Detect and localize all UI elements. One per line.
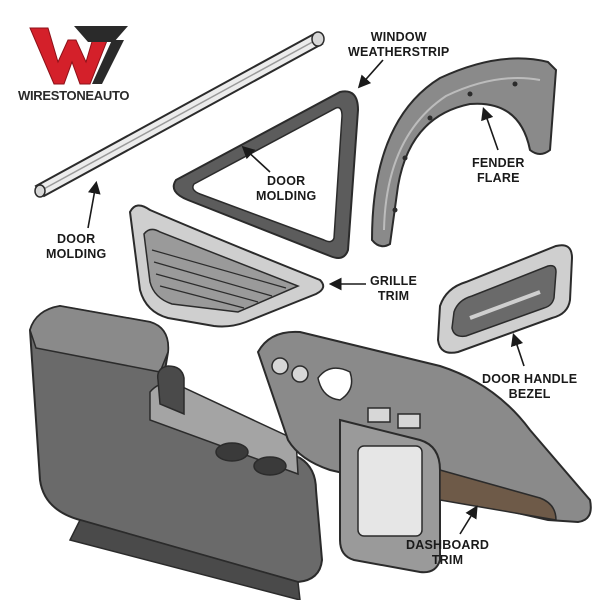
label-window-weatherstrip: WINDOW WEATHERSTRIP (348, 30, 450, 59)
door-molding-strip (34, 31, 325, 198)
label-door-molding-left: DOOR MOLDING (46, 232, 107, 261)
label-grille-trim: GRILLE TRIM (370, 274, 418, 303)
grille-trim (128, 204, 325, 328)
logo-w-icon (29, 26, 128, 85)
weatherstrip-loop (172, 90, 360, 259)
door-handle-bezel (436, 244, 574, 354)
label-dashboard-trim: DASHBOARD TRIM (406, 538, 490, 567)
dashboard (256, 330, 592, 574)
center-console (28, 304, 324, 600)
leader-arrows (87, 59, 525, 535)
label-door-handle-bezel: DOOR HANDLE BEZEL (482, 372, 578, 401)
brand-name: WIRESTONEAUTO (18, 88, 130, 103)
fender-flare (370, 57, 558, 248)
label-door-molding-center: DOOR MOLDING (256, 174, 317, 203)
label-fender-flare: FENDER FLARE (472, 156, 525, 185)
